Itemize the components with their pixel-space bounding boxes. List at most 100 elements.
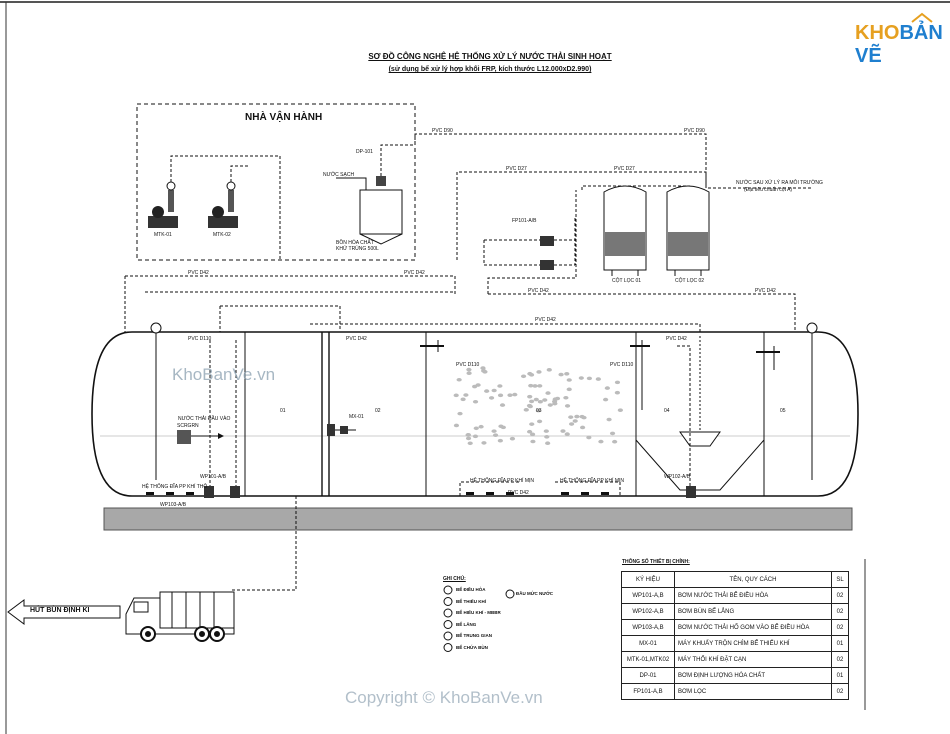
legend-title: GHI CHÚ: [443, 576, 466, 582]
media-dot [530, 439, 536, 444]
dosing-pump-icon [376, 176, 386, 186]
diagram-subtitle: (sử dụng bể xử lý hợp khối FRP, kích thư… [388, 66, 592, 73]
media-dot [580, 425, 586, 430]
media-dot [475, 383, 481, 387]
media-dot [560, 429, 566, 433]
legend-item: BỂ TRUNG GIAN [456, 633, 492, 638]
chamber-03-label: 03 [536, 408, 542, 414]
media-dot [466, 371, 472, 375]
pump-wp102-label: WP102-A/B [664, 474, 691, 480]
media-dot [537, 384, 543, 388]
filter-column-1-label: CỘT LỌC 01 [612, 278, 642, 284]
media-dot [498, 424, 504, 429]
row-name: BƠM LỌC [674, 683, 832, 700]
media-dot [478, 424, 484, 429]
filter-column-2-icon [666, 185, 710, 276]
equipment-table-title: THÔNG SỐ THIẾT BỊ CHÍNH: [622, 559, 690, 565]
media-dot [509, 436, 516, 441]
legend-ls-marker [505, 589, 515, 599]
row-code: WP101-A,B [621, 587, 675, 604]
diffuser-fine-label-1: HỆ THỐNG ĐĨA PP KHÍ MỊN [470, 478, 534, 484]
media-dot [533, 397, 539, 402]
col-name-header: TÊN, QUY CÁCH [674, 571, 832, 588]
clean-water-label: NƯỚC SẠCH [323, 172, 355, 178]
media-dot [463, 393, 469, 397]
media-dot [614, 390, 620, 395]
pipe-label-13: PVC D110 [456, 362, 480, 368]
settling-cone [635, 439, 765, 491]
air-pipe-1 [170, 155, 281, 260]
media-dot [552, 401, 558, 406]
media-dot [472, 399, 479, 404]
media-dot [497, 438, 503, 443]
media-dot [497, 393, 504, 398]
media-dot [520, 374, 527, 379]
chamber-02-label: 02 [375, 408, 381, 414]
media-dot [564, 372, 570, 376]
diffuser-head [601, 492, 609, 495]
logo-roof-icon [911, 12, 933, 23]
media-dot [604, 386, 610, 390]
media-dot [491, 388, 497, 393]
media-dot [467, 441, 473, 446]
media-dot [526, 403, 533, 408]
pipe-label-10: PVC D110 [188, 336, 212, 342]
screen-basket-icon [177, 430, 191, 444]
row-code: WP103-A,B [621, 619, 675, 636]
media-dot [488, 396, 495, 400]
media-dot [614, 380, 621, 385]
media-dot [527, 429, 533, 434]
media-dot [566, 387, 572, 392]
level-sensor-1-icon [150, 322, 162, 480]
legend-marker-01 [443, 585, 453, 595]
chamber-01-label: 01 [280, 408, 286, 414]
media-dot [466, 367, 472, 372]
row-qty: 02 [831, 603, 849, 620]
media-dot [465, 436, 472, 441]
media-dot [586, 376, 592, 381]
row-name: MÁY THỔI KHÍ ĐẶT CẠN [674, 651, 832, 668]
media-dot [545, 391, 551, 395]
pump-wp102-icon [686, 486, 696, 498]
media-dot [457, 411, 463, 416]
diagram-title: SƠ ĐỒ CÔNG NGHỆ HỆ THỐNG XỬ LÝ NƯỚC THẢI… [368, 52, 612, 61]
legend-marker-06 [443, 643, 453, 652]
ground-base [103, 507, 853, 531]
media-dot [609, 431, 616, 436]
media-dot [492, 433, 499, 437]
logo-text-b: BẢN VẼ [855, 22, 943, 67]
inlet-label: NƯỚC THẢI ĐẦU VÀO [178, 416, 231, 422]
filtered-line [456, 171, 812, 260]
row-code: MTK-01,MTK02 [621, 651, 675, 668]
diffuser-fine-label-2: HỆ THỐNG ĐĨA PP KHÍ MỊN [560, 478, 624, 484]
outlet-label: NƯỚC SAU XỬ LÝ RA MÔI TRƯỜNG [736, 180, 823, 186]
media-dot [529, 432, 536, 437]
media-dot [572, 419, 578, 423]
diffuser-head [146, 492, 154, 495]
pipe-label-12: PVC D42 [666, 336, 687, 342]
media-dot [617, 408, 623, 412]
media-dot [512, 392, 518, 397]
sludge-arrow-icon [7, 599, 121, 625]
media-dot [612, 439, 618, 444]
media-dot [545, 441, 551, 446]
legend-marker-02 [443, 597, 453, 606]
media-dot [523, 408, 529, 412]
media-dot [544, 435, 550, 439]
legend-item: BỂ THIẾU KHÍ [456, 598, 487, 604]
frp-tank-body [91, 331, 859, 497]
row-name: BƠM ĐỊNH LƯỢNG HÓA CHẤT [674, 667, 832, 684]
media-dot [537, 399, 543, 404]
legend-marker-05 [443, 631, 453, 641]
media-dot [453, 423, 460, 428]
pipe-label-8: PVC D42 [755, 288, 776, 294]
row-name: BƠM BÙN BỂ LẮNG [674, 603, 832, 620]
media-dot [532, 384, 538, 388]
diffuser-head [581, 492, 589, 495]
media-dot [472, 434, 479, 439]
legend-item: BỂ HIẾU KHÍ - MBBR [456, 610, 501, 615]
pipe-label-2: PVC D90 [684, 128, 705, 134]
